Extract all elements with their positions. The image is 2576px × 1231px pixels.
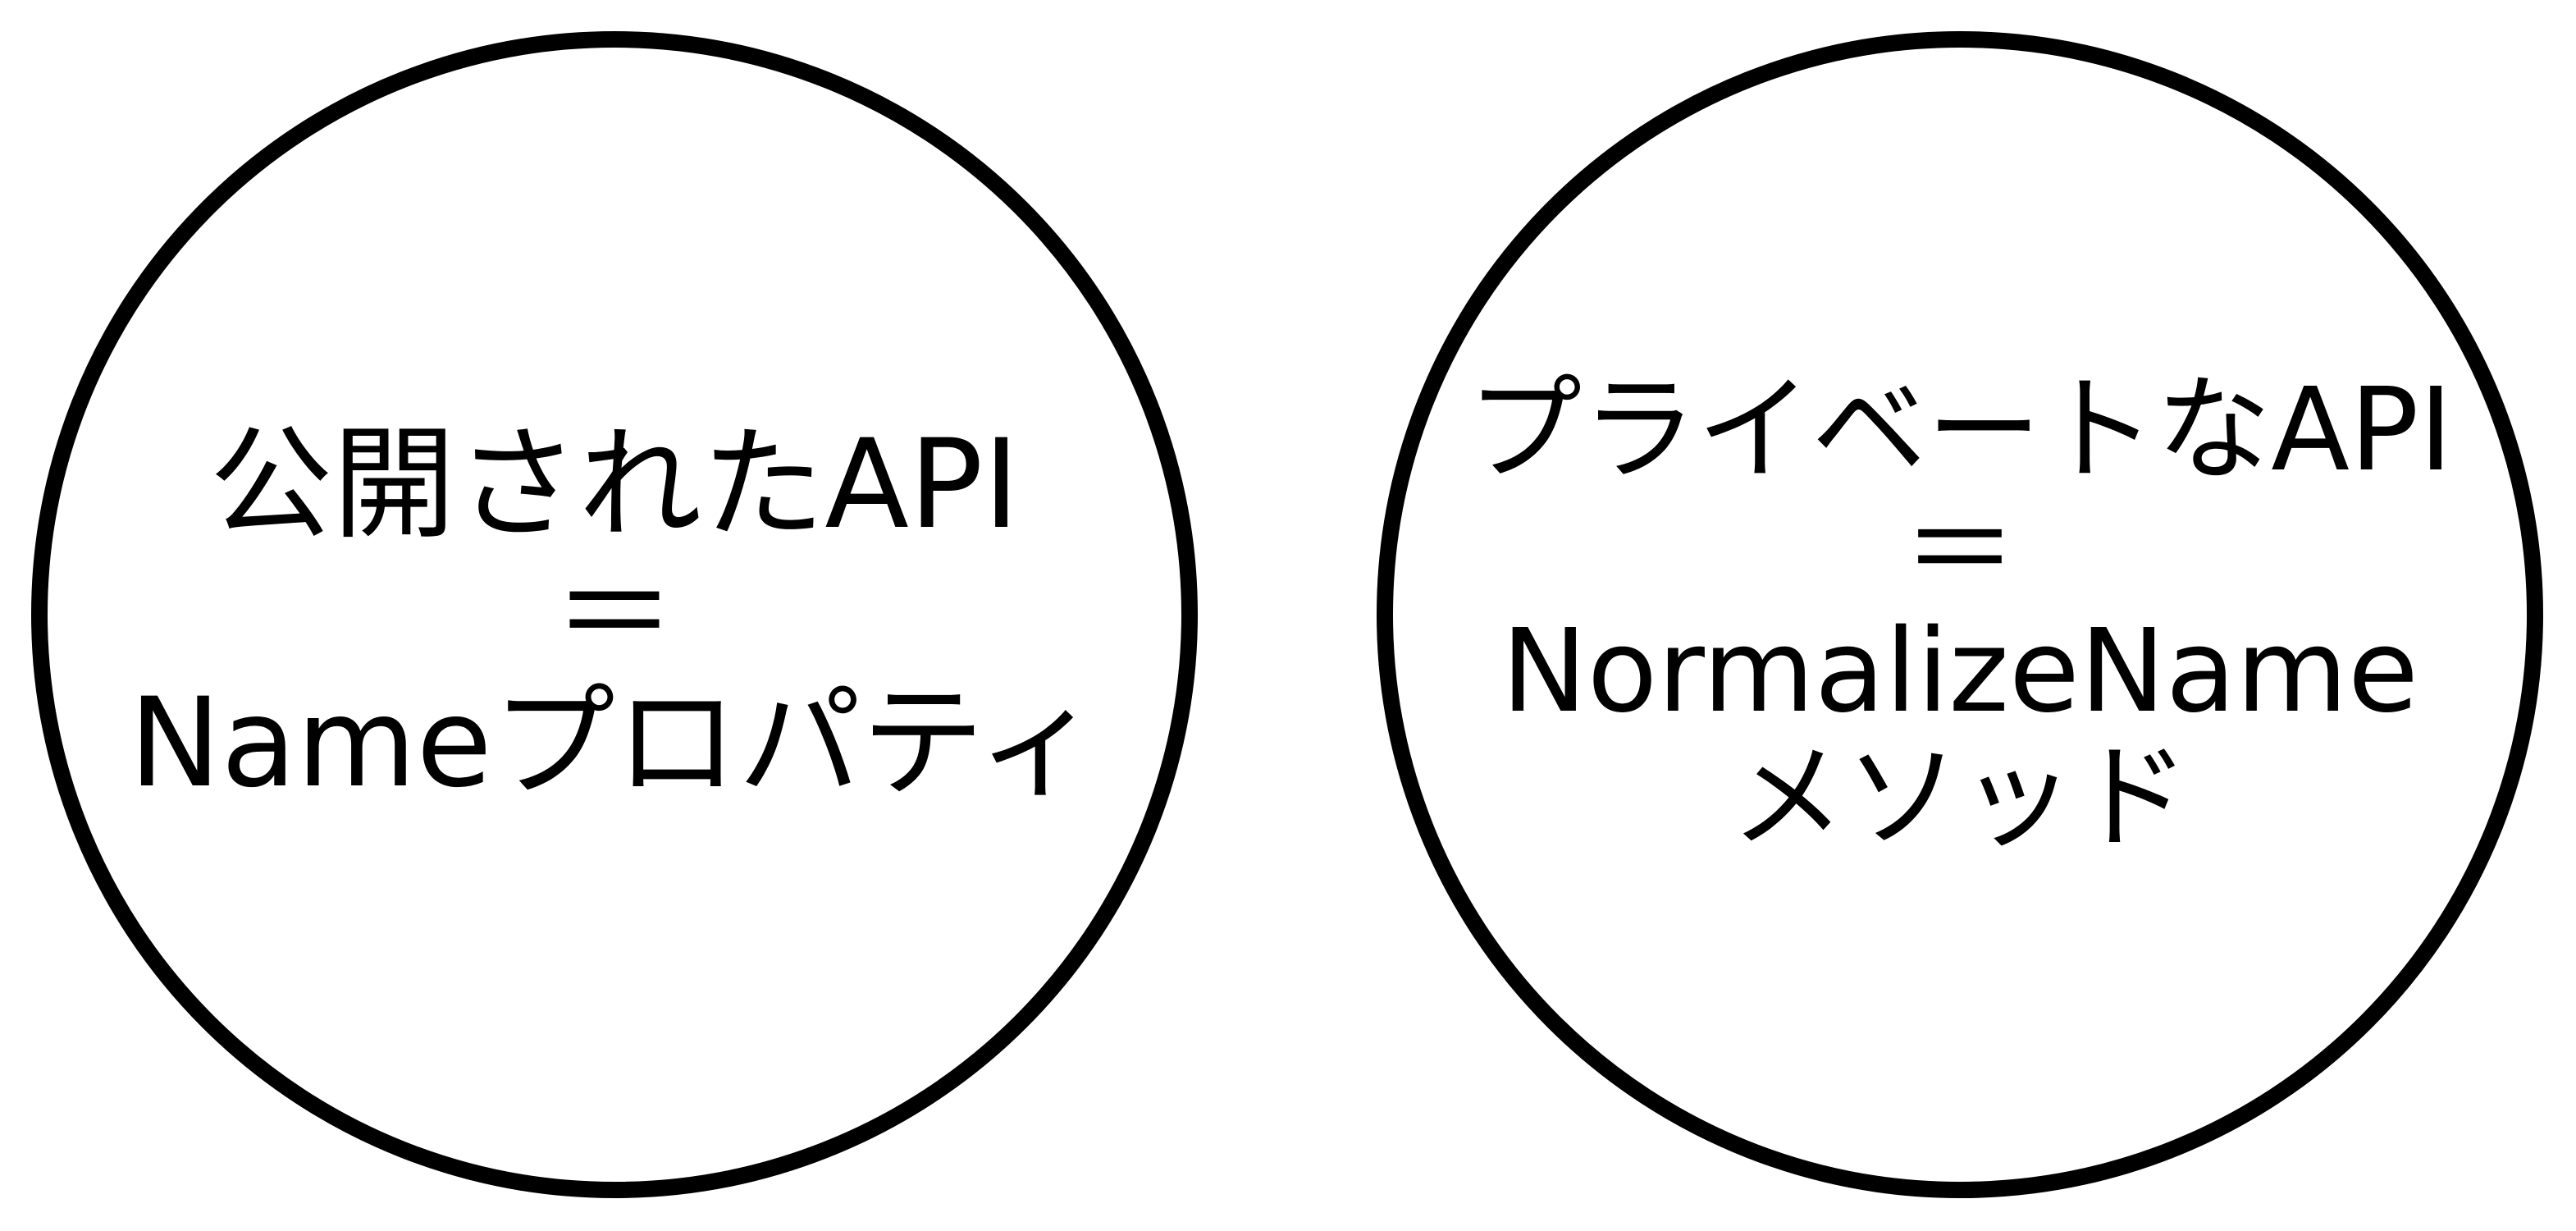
private-api-label: プライベートなAPI: [1467, 364, 2453, 497]
normalize-name-label: NormalizeName: [1500, 605, 2419, 739]
public-api-equals-sign: ＝: [552, 543, 676, 686]
name-property-label: Nameプロパティ: [129, 672, 1100, 815]
public-api-label: 公開されたAPI: [209, 414, 1020, 556]
private-api-equals-sign: ＝: [1902, 484, 2017, 618]
private-api-circle: プライベートなAPI ＝ NormalizeName メソッド: [1377, 31, 2543, 1198]
public-api-circle: 公開されたAPI ＝ Nameプロパティ: [31, 31, 1198, 1198]
method-label: メソッド: [1729, 731, 2190, 865]
